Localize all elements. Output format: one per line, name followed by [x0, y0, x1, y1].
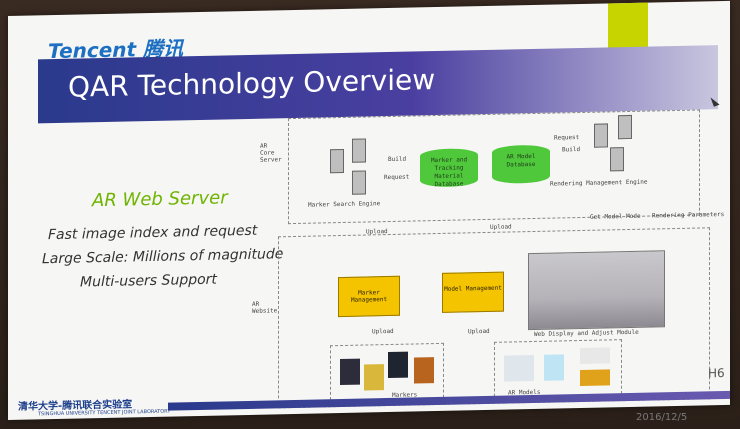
- section-heading: AR Web Server: [92, 187, 228, 212]
- server-icon: [618, 114, 632, 140]
- model-thumbnail: [580, 369, 610, 387]
- marker-thumbnail: [388, 351, 408, 379]
- upload-label: Upload: [366, 228, 388, 236]
- website-label: AR Website: [252, 300, 278, 315]
- bullet-item: Multi-users Support: [80, 271, 217, 291]
- marker-thumbnail: [364, 364, 384, 391]
- model-thumbnail: [580, 347, 610, 365]
- web-display-preview: [528, 250, 665, 331]
- model-thumbnail: [504, 354, 534, 382]
- bullet-item: Fast image index and request: [48, 222, 258, 244]
- core-server-label: AR Core Server: [260, 142, 282, 164]
- build-label: Build: [388, 155, 407, 164]
- upload-label: Upload: [468, 327, 490, 336]
- server-icon: [610, 147, 624, 172]
- bullet-item: Large Scale: Millions of magnitude: [42, 246, 284, 268]
- model-thumbnail: [544, 354, 564, 381]
- model-management-box: Model Management: [442, 271, 504, 313]
- marker-management-box: Marker Management: [338, 275, 400, 318]
- server-icon: [352, 170, 366, 195]
- get-model-mode-label: Get Model Mode: [590, 212, 641, 221]
- request-label: Request: [384, 173, 410, 182]
- marker-thumbnail: [340, 358, 360, 386]
- upload-label: Upload: [372, 327, 394, 336]
- rendering-parameters-label: Rendering Parameters: [652, 210, 725, 220]
- build-label: Build: [562, 146, 581, 154]
- presentation-slide: Tencent 腾讯 QAR Technology Overview AR We…: [8, 0, 730, 421]
- architecture-diagram: AR Core Server AR Website Marker Search …: [252, 101, 724, 411]
- ar-model-database: AR Model Database: [492, 144, 550, 184]
- marker-database: Marker and Tracking Material Database: [420, 148, 478, 188]
- page-id: H6: [708, 365, 725, 381]
- server-icon: [330, 148, 344, 174]
- slide-date: 2016/12/5: [636, 412, 688, 423]
- server-icon: [352, 138, 366, 163]
- request-label: Request: [554, 134, 580, 142]
- marker-thumbnail: [414, 357, 434, 384]
- server-icon: [594, 123, 608, 148]
- upload-label: Upload: [490, 223, 512, 231]
